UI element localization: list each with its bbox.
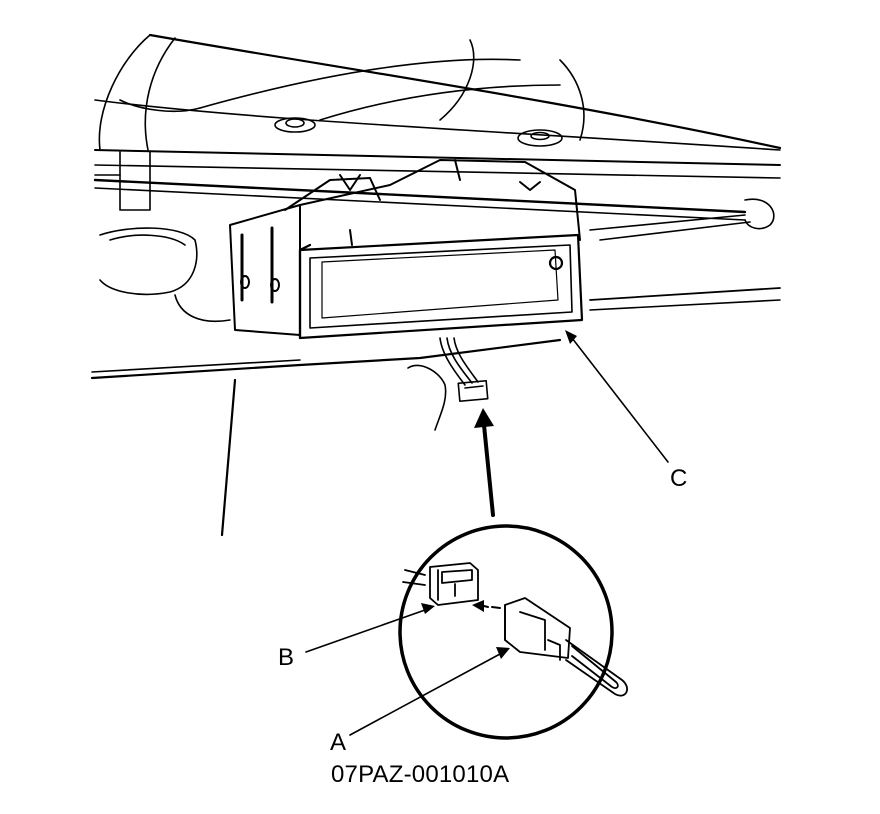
- leader-a-arrowhead: [496, 647, 510, 659]
- callout-label-b: B: [278, 644, 295, 671]
- callout-label-a: A: [330, 729, 347, 756]
- detail-circle: [398, 524, 614, 740]
- module-bracket: [229, 159, 581, 336]
- detail-arrowhead: [474, 408, 494, 428]
- control-module: [298, 233, 584, 340]
- vehicle-underbody: [90, 33, 782, 537]
- callout-label-c: C: [670, 465, 688, 492]
- detail-arrow: [482, 423, 495, 517]
- connector-a: [504, 597, 628, 697]
- leader-c-arrowhead: [565, 330, 577, 344]
- leader-b: [305, 609, 426, 653]
- leader-a: [349, 653, 501, 736]
- connector-b: [402, 562, 479, 606]
- insertion-arrow: [472, 600, 501, 612]
- leader-b-arrowhead: [421, 603, 435, 614]
- figure-id: 07PAZ-001010A: [331, 761, 510, 788]
- leader-c: [571, 337, 669, 463]
- module-harness: [407, 337, 489, 431]
